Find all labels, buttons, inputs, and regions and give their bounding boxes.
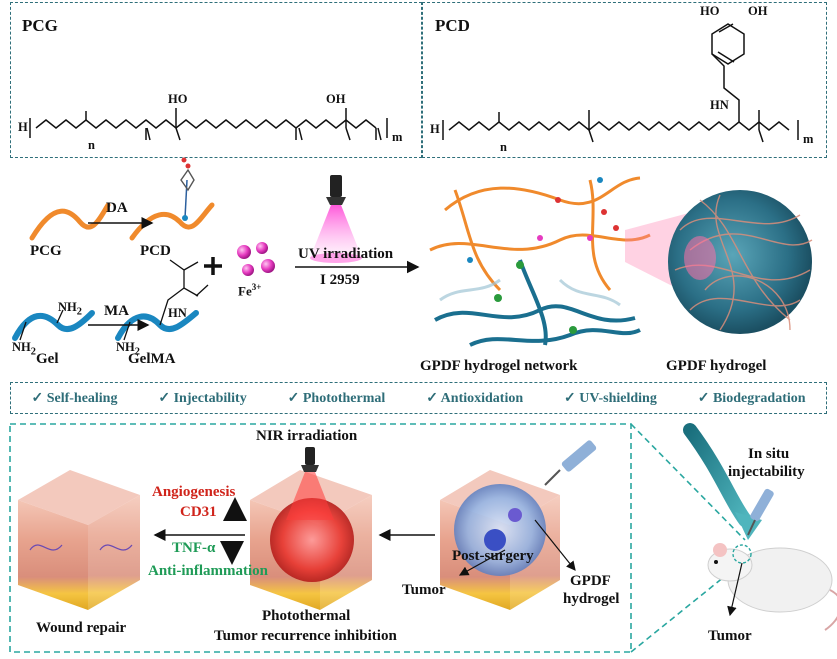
uv-label: UV irradiation — [298, 246, 394, 262]
nir-lamp — [305, 447, 315, 465]
skin-block-wound — [18, 470, 140, 610]
pcd-hn-label: HN — [710, 98, 729, 112]
bottom-panel — [9, 423, 632, 653]
tumor-label: Tumor — [402, 582, 446, 598]
pcg-ho-label: HO — [168, 92, 188, 106]
pcg-structure — [29, 108, 388, 141]
pcg-label: PCG — [30, 243, 62, 259]
skin-block-tumor — [440, 470, 560, 610]
property-antioxidation: ✓ Antioxidation — [426, 390, 524, 406]
recurrence-label: Tumor recurrence inhibition — [214, 628, 397, 644]
pcg-oh-label: OH — [326, 92, 346, 106]
syringe-mouse-icon — [747, 488, 774, 536]
cd31-label: CD31 — [180, 504, 217, 520]
property-self-healing: ✓ Self-healing — [31, 390, 118, 406]
wound-repair-label: Wound repair — [36, 620, 127, 636]
fe-ball — [261, 259, 275, 273]
syringe-icon — [544, 440, 597, 486]
ma-label: MA — [104, 303, 129, 319]
da-label: DA — [106, 200, 128, 216]
gel-strand — [12, 310, 95, 341]
nh2-label-3: NH2 — [116, 340, 140, 358]
gelma-label: GelMA — [128, 351, 176, 367]
gelma-nh-label: HN — [168, 306, 187, 320]
pcd-label: PCD — [140, 243, 171, 259]
gpdf-hydrogel-sphere — [668, 190, 812, 334]
property-uv-shielding: ✓ UV-shielding — [564, 390, 657, 406]
nh2-label-1: NH2 — [58, 300, 82, 318]
pcg-n-label: n — [88, 138, 95, 152]
initiator-label: I 2959 — [320, 272, 360, 288]
gpdf-label-2: hydrogel — [563, 591, 620, 607]
anti-inflammation-label: Anti-inflammation — [148, 563, 268, 579]
tumor-mouse-label: Tumor — [708, 628, 752, 644]
pcd-ho-label: HO — [700, 4, 720, 18]
pcd-title: PCD — [435, 16, 470, 35]
pcg-strand — [29, 202, 111, 241]
tnf-label: TNF-α — [172, 540, 216, 556]
insitu-label-2: injectability — [728, 464, 805, 480]
fe-ball — [256, 242, 268, 254]
pcd-m-label: m — [803, 132, 814, 146]
property-biodegradation: ✓ Biodegradation — [697, 390, 806, 406]
network-label: GPDF hydrogel network — [420, 358, 578, 374]
pcd-n-label: n — [500, 140, 507, 154]
pcd-oh-label: OH — [748, 4, 768, 18]
pcd-h-label: H — [430, 122, 440, 136]
fe-ball — [237, 245, 251, 259]
hydrogel-label: GPDF hydrogel — [666, 358, 767, 374]
gpdf-label-1: GPDF — [570, 573, 611, 589]
nir-label: NIR irradiation — [256, 428, 358, 444]
gel-label: Gel — [36, 351, 59, 367]
injection-arrow — [683, 423, 752, 527]
pcg-h-label: H — [18, 120, 28, 134]
insitu-label-1: In situ — [748, 446, 790, 462]
property-injectability: ✓ Injectability — [158, 390, 247, 406]
pcd-strand — [129, 202, 215, 241]
pcg-m-label: m — [392, 130, 403, 144]
fe-ball — [242, 264, 254, 276]
pcg-title: PCG — [22, 16, 58, 35]
property-photothermal: ✓ Photothermal — [287, 390, 386, 406]
hydrogel-network — [429, 176, 651, 347]
photothermal-label: Photothermal — [262, 608, 351, 624]
fe-label: Fe3+ — [238, 282, 262, 299]
pcd-structure — [442, 23, 799, 143]
properties-bar: ✓ Self-healing ✓ Injectability ✓ Phototh… — [10, 382, 827, 414]
angiogenesis-label: Angiogenesis — [152, 484, 236, 500]
mouse-icon — [707, 543, 837, 631]
post-surgery-label: Post-surgery — [452, 548, 534, 564]
pcg-panel — [10, 2, 422, 158]
pcd-panel — [422, 2, 827, 158]
uv-lamp — [330, 175, 342, 197]
nh2-label-2: NH2 — [12, 340, 36, 358]
